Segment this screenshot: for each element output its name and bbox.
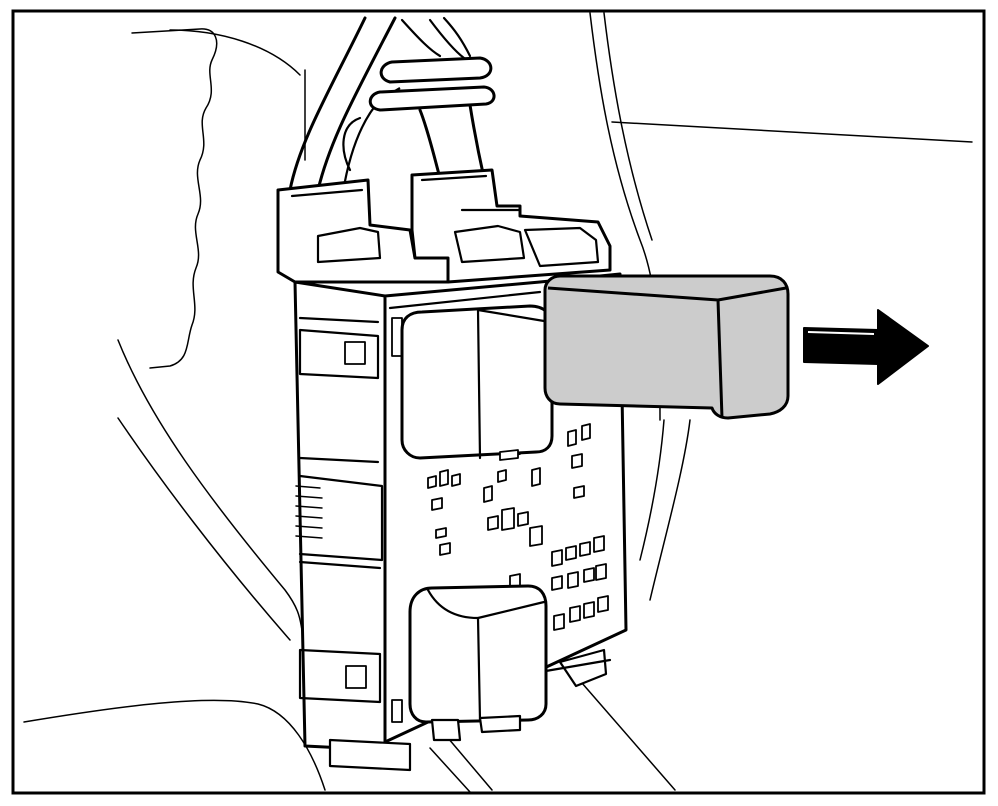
lower-relay <box>408 584 548 742</box>
wiring-harness <box>288 16 496 193</box>
removal-arrow <box>803 309 929 385</box>
removed-relay <box>543 274 790 420</box>
upper-relay <box>400 304 554 461</box>
